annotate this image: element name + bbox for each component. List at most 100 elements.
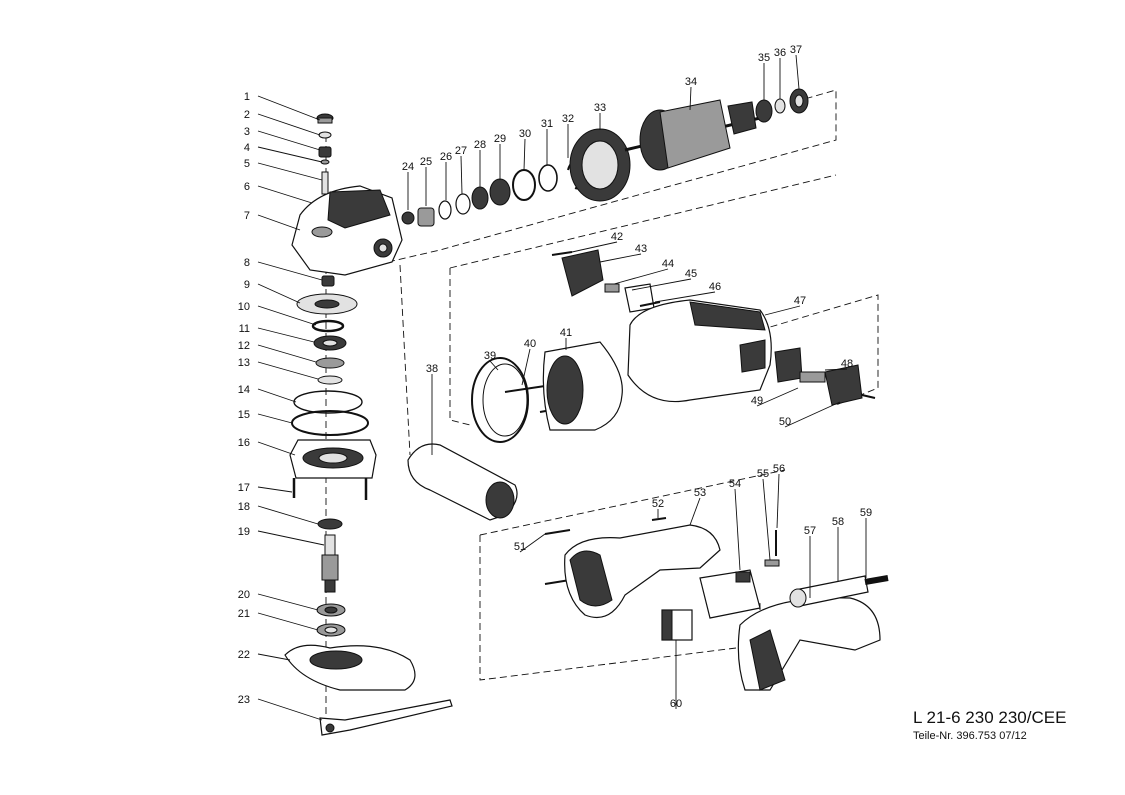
motor-housing-parts [407,249,876,521]
part-label-44: 44 [662,258,674,270]
leader-line-15 [257,413,293,424]
leader-line-17 [257,486,293,493]
part-label-14: 14 [238,384,250,396]
leader-line-27 [460,155,463,195]
leader-line-19 [257,530,325,546]
spindle-parts [284,113,453,736]
part-label-31: 31 [541,118,553,130]
leader-line-40 [521,348,531,386]
part-label-33: 33 [594,102,606,114]
part-label-22: 22 [238,649,250,661]
leader-line-47 [764,305,801,316]
part-label-37: 37 [790,44,802,56]
leader-line-3 [257,130,321,151]
leader-line-8 [257,261,323,281]
leader-line-4 [257,146,323,163]
leader-line-56 [776,473,780,529]
part-label-46: 46 [709,281,721,293]
part-label-16: 16 [238,437,250,449]
part-label-50: 50 [779,416,791,428]
part-label-42: 42 [611,231,623,243]
part-label-41: 41 [560,327,572,339]
part-label-2: 2 [244,109,250,121]
leader-line-37 [795,54,800,90]
leader-line-2 [257,113,321,136]
part-label-9: 9 [244,279,250,291]
model-title: L 21-6 230 230/CEE [913,708,1067,727]
part-label-20: 20 [238,589,250,601]
leader-line-18 [257,505,319,525]
leader-line-48 [824,368,848,371]
leader-line-5 [257,162,323,181]
part-label-45: 45 [685,268,697,280]
leader-line-6 [257,185,313,204]
part-label-25: 25 [420,156,432,168]
leader-line-45 [631,278,692,291]
leader-line-42 [571,241,618,253]
leader-line-53 [689,497,701,526]
leader-line-12 [257,344,317,363]
part-label-39: 39 [484,350,496,362]
leader-line-11 [257,327,315,343]
part-label-60: 60 [670,698,682,710]
part-label-13: 13 [238,357,250,369]
leader-line-43 [599,253,642,263]
part-label-43: 43 [635,243,647,255]
leader-line-23 [257,698,323,721]
part-label-23: 23 [238,694,250,706]
leader-line-22 [257,653,291,661]
part-label-8: 8 [244,257,250,269]
part-label-6: 6 [244,181,250,193]
part-label-29: 29 [494,133,506,145]
leader-line-1 [257,95,321,121]
part-label-36: 36 [774,47,786,59]
part-label-40: 40 [524,338,536,350]
part-label-55: 55 [757,468,769,480]
part-label-28: 28 [474,139,486,151]
part-label-1: 1 [244,91,250,103]
part-label-21: 21 [238,608,250,620]
leader-line-13 [257,361,319,380]
handle-parts [544,517,889,691]
part-label-12: 12 [238,340,250,352]
part-label-47: 47 [794,295,806,307]
part-label-26: 26 [440,151,452,163]
part-label-3: 3 [244,126,250,138]
part-label-48: 48 [841,358,853,370]
leader-line-46 [654,291,716,303]
part-label-30: 30 [519,128,531,140]
part-label-19: 19 [238,526,250,538]
part-label-7: 7 [244,210,250,222]
leader-line-34 [689,86,692,111]
part-label-54: 54 [729,478,741,490]
part-label-4: 4 [244,142,250,154]
part-label-49: 49 [751,395,763,407]
part-label-17: 17 [238,482,250,494]
leader-line-16 [257,441,296,456]
part-label-11: 11 [239,323,250,335]
part-label-18: 18 [238,501,250,513]
leader-line-51 [519,533,546,553]
part-label-57: 57 [804,525,816,537]
assembly-boundaries [325,89,879,720]
part-label-32: 32 [562,113,574,125]
part-label-58: 58 [832,516,844,528]
part-label-34: 34 [685,76,697,88]
leader-line-44 [613,268,669,285]
leader-line-20 [257,593,319,611]
leader-line-55 [762,478,771,561]
part-label-38: 38 [426,363,438,375]
leader-line-39 [489,360,499,371]
part-label-27: 27 [455,145,467,157]
leader-line-14 [257,388,297,403]
leader-lines [257,54,867,721]
part-label-5: 5 [244,158,250,170]
leader-line-10 [257,305,317,326]
part-number-line: Teile-Nr. 396.753 07/12 [913,730,1027,742]
part-label-59: 59 [860,507,872,519]
part-label-51: 51 [514,541,526,553]
leader-line-49 [756,387,799,407]
part-label-15: 15 [238,409,250,421]
leader-line-30 [523,138,526,171]
